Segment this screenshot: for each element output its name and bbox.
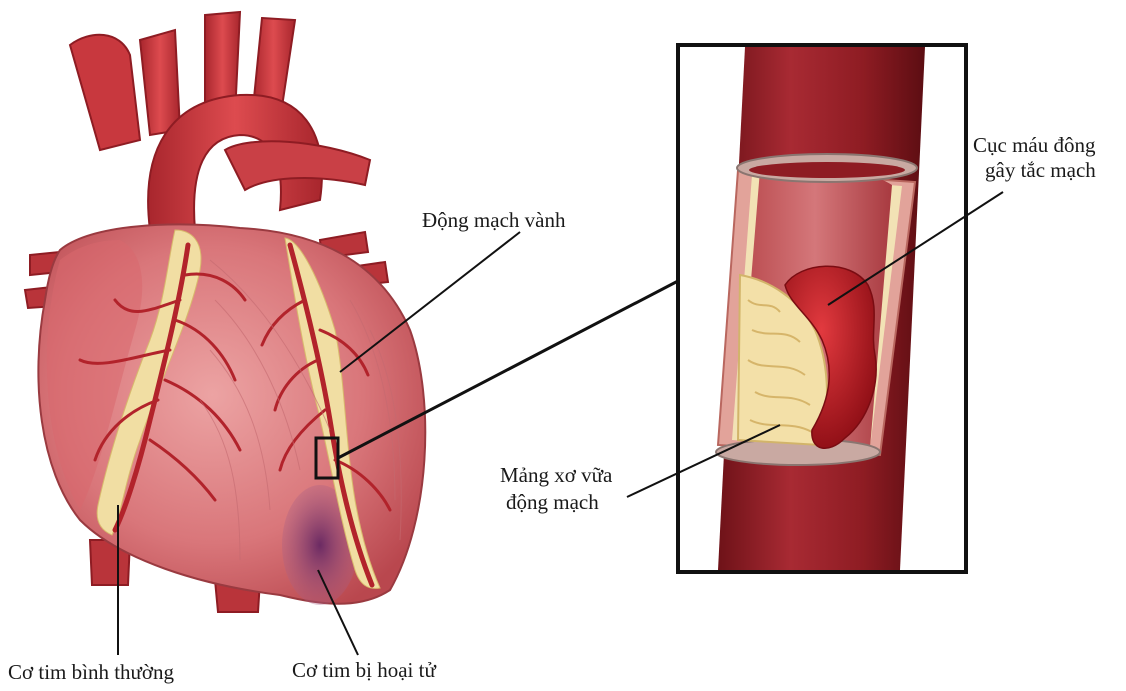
aortic-branch-1 [140,30,180,135]
label-normal-muscle: Cơ tim bình thường [8,660,174,685]
artery-inset [627,45,1003,572]
label-coronary-artery: Động mạch vành [422,208,565,233]
label-blood-clot-line-2: gây tắc mạch [985,158,1096,183]
label-blood-clot-line-1: Cục máu đông [973,133,1095,158]
upper-cut-opening [749,162,905,178]
heart-illustration [25,12,425,612]
pulmonary-vessels [70,35,140,150]
label-plaque-line-1: Mảng xơ vữa [500,463,612,488]
label-plaque-line-2: động mạch [506,490,599,515]
label-necrotic-muscle: Cơ tim bị hoại tử [292,658,436,683]
